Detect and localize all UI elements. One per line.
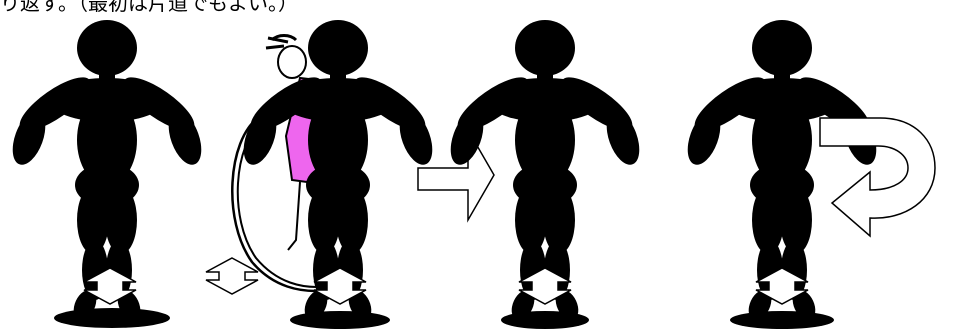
u-turn-arrow [820, 118, 935, 236]
floor-shadow-3 [501, 311, 589, 329]
floor-shadow-1 [54, 308, 170, 328]
jump-arrow-2a [206, 258, 258, 294]
floor-shadow-2 [290, 311, 390, 329]
floor-shadow-4 [730, 311, 834, 329]
